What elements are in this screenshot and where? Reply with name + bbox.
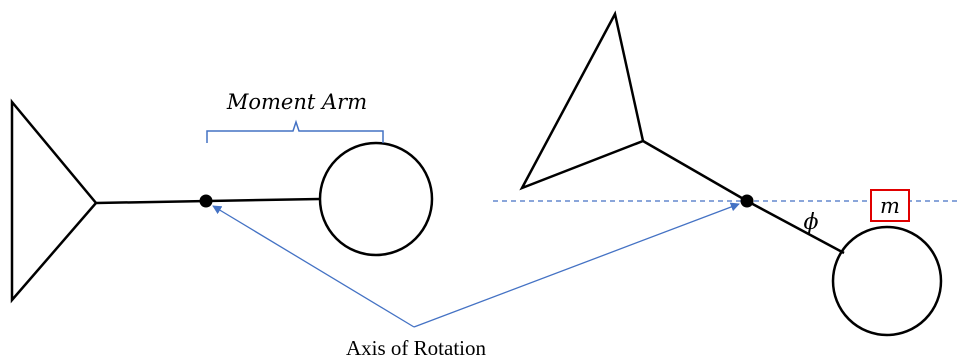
right-bob [831, 225, 943, 337]
right-rod-upper [642, 139, 748, 203]
mass-label-box [870, 189, 910, 222]
right-pivot [740, 194, 754, 208]
moment-arm-bracket [206, 119, 384, 143]
axis-arrows: Axis of Rotation [212, 202, 740, 360]
mass-label: m [880, 194, 900, 218]
left-triangle [10, 98, 98, 304]
arrow-to-left-pivot [212, 205, 415, 328]
left-pendulum: Moment Arm [10, 90, 434, 304]
arrow-to-right-pivot [413, 202, 740, 328]
moment-arm-label: Moment Arm [226, 90, 367, 114]
right-pendulum: ϕ m [493, 10, 959, 337]
axis-of-rotation-label: Axis of Rotation [346, 336, 486, 360]
right-rod-lower [746, 199, 845, 255]
phi-label: ϕ [804, 210, 819, 235]
right-triangle [519, 10, 645, 191]
left-bob [318, 141, 434, 257]
left-pivot [199, 194, 213, 208]
